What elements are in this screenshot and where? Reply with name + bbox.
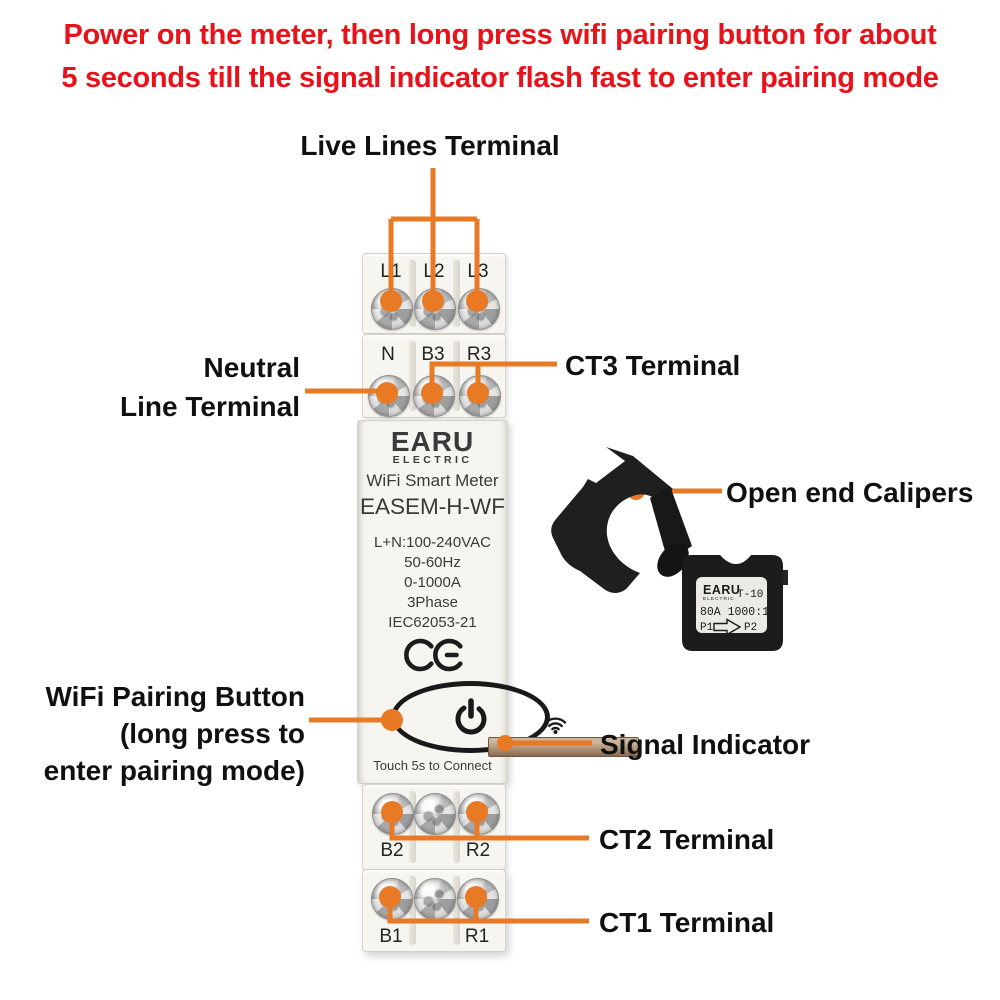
callout-pairing-line-2: (long press to <box>119 718 305 749</box>
meter-brand-sub: ELECTRIC <box>392 454 473 466</box>
instruction-header: Power on the meter, then long press wifi… <box>0 14 1000 100</box>
terminal-divider <box>453 791 460 863</box>
meter-product-name: WiFi Smart Meter <box>366 471 499 490</box>
callout-ct1-terminal: CT1 Terminal <box>599 907 775 938</box>
meter-spec-frequency: 50-60Hz <box>404 554 461 571</box>
callout-neutral-line-terminal: Neutral Line Terminal <box>40 348 300 426</box>
terminal-label-b3: B3 <box>421 344 445 365</box>
clamp-jaw <box>551 447 673 593</box>
callout-signal-indicator: Signal Indicator <box>600 729 811 760</box>
callout-neutral-line-2: Line Terminal <box>120 391 300 422</box>
meter-body: EARU ELECTRIC WiFi Smart Meter EASEM-H-W… <box>357 420 639 784</box>
terminal-divider <box>409 341 416 411</box>
connector-lines <box>305 168 722 924</box>
callout-pairing-line-1: WiFi Pairing Button <box>45 681 306 712</box>
terminal-divider <box>409 876 416 945</box>
meter-spec-current: 0-1000A <box>404 574 461 591</box>
clamp-link <box>650 486 692 562</box>
meter-brand-logo: EARU <box>390 426 475 457</box>
clamp-hinge <box>657 543 689 577</box>
touch-hint: Touch 5s to Connect <box>373 758 492 773</box>
wifi-icon <box>481 713 630 739</box>
ct1-connector <box>387 897 589 924</box>
clamp-p1: P1 <box>700 622 714 634</box>
terminal-divider <box>453 341 460 411</box>
ct-clamp: EARU ELECTRIC T-10 80A 1000:1 P1 P2 <box>551 447 788 651</box>
terminal-label-r1: R1 <box>464 926 490 947</box>
callout-wifi-pairing-button: WiFi Pairing Button (long press to enter… <box>0 678 305 789</box>
meter-spec-standard: IEC62053-21 <box>388 614 477 631</box>
clamp-rating: 80A 1000:1 <box>700 606 769 619</box>
ce-mark-icon <box>358 637 507 678</box>
terminal-screw-mid2 <box>414 793 456 835</box>
terminal-label-b1: B1 <box>379 926 403 947</box>
terminal-divider <box>453 876 460 945</box>
terminal-label-r2: R2 <box>465 840 491 861</box>
meter-spec-voltage: L+N:100-240VAC <box>374 534 491 551</box>
terminal-divider <box>409 260 416 327</box>
clamp-arrow-icon <box>713 618 742 636</box>
clamp-side-tab <box>783 570 788 585</box>
terminal-block-ct2: B2 R2 <box>362 784 506 870</box>
instruction-line-2: 5 seconds till the signal indicator flas… <box>61 62 939 94</box>
callout-live-lines-terminal: Live Lines Terminal <box>300 130 560 161</box>
clamp-model: T-10 <box>737 589 763 601</box>
callout-ct2-terminal: CT2 Terminal <box>599 824 775 855</box>
terminal-label-r3: R3 <box>466 344 492 365</box>
callout-neutral-line-1: Neutral <box>203 352 300 383</box>
instruction-line-1: Power on the meter, then long press wifi… <box>63 19 937 51</box>
terminal-label-b2: B2 <box>380 840 404 861</box>
clamp-label <box>696 577 767 633</box>
callout-open-end-calipers: Open end Calipers <box>726 477 974 508</box>
meter-model: EASEM-H-WF <box>360 494 505 519</box>
clamp-brand-sub: ELECTRIC <box>703 596 735 602</box>
live-lines-connector <box>388 168 480 301</box>
ct2-connector <box>389 812 589 841</box>
callout-pairing-line-3: enter pairing mode) <box>43 755 305 786</box>
terminal-label-n: N <box>381 344 395 365</box>
connector-dots <box>376 290 645 908</box>
ct3-connector <box>429 361 557 393</box>
terminal-divider <box>409 791 416 863</box>
terminal-screw-mid1 <box>414 878 456 920</box>
terminal-divider <box>453 260 460 327</box>
meter-spec-phase: 3Phase <box>407 594 458 611</box>
power-icon <box>455 698 486 735</box>
clamp-brand-logo: EARU <box>703 583 740 597</box>
clamp-p2: P2 <box>744 622 757 634</box>
callout-ct3-terminal: CT3 Terminal <box>565 350 741 381</box>
